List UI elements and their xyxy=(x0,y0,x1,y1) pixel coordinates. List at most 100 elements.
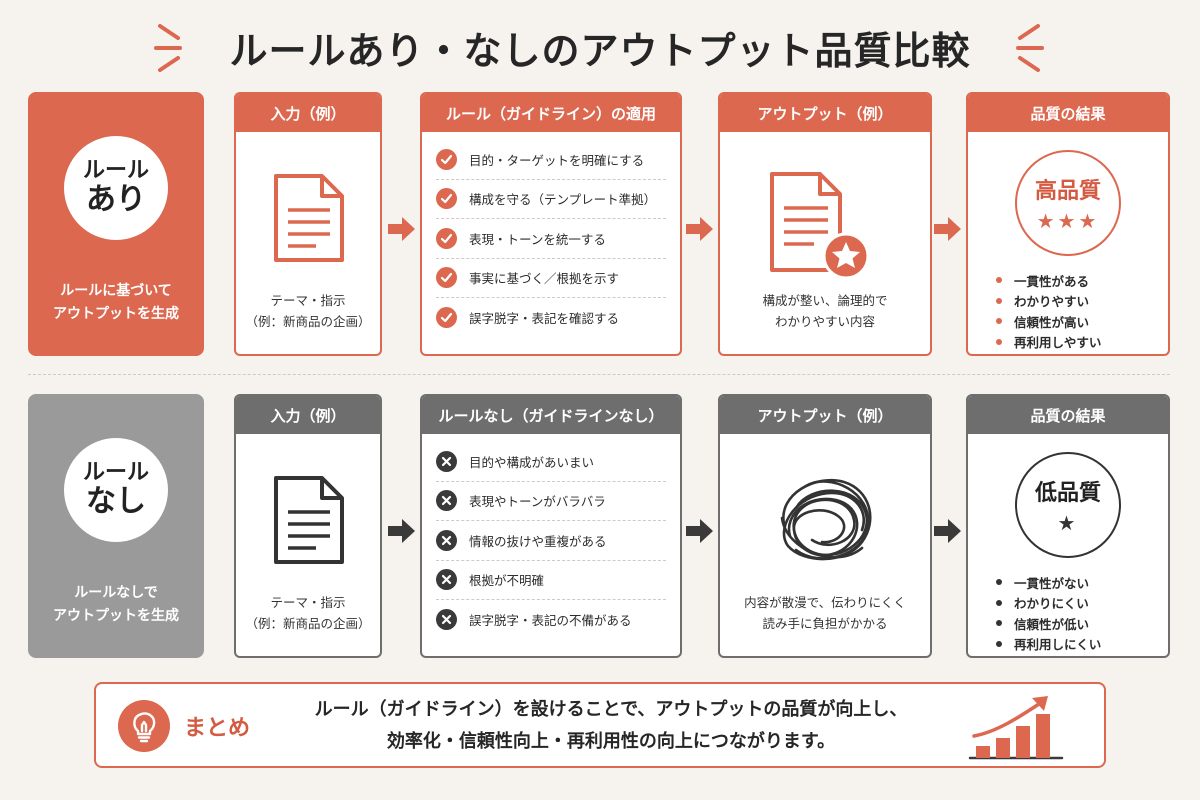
input-caption: テーマ・指示 （例：新商品の企画） xyxy=(236,290,380,333)
output-caption: 内容が散漫で、伝わりにくく 読み手に負担がかかる xyxy=(720,592,930,635)
quality-text: 再利用しにくい xyxy=(1014,637,1102,653)
quality-card-header: 品質の結果 xyxy=(968,94,1168,132)
output-caption: 構成が整い、論理的で わかりやすい内容 xyxy=(720,290,930,333)
list-item: 表現・トーンを統一する xyxy=(436,219,666,259)
arrow-right-icon xyxy=(686,217,713,241)
quality-text: 一貫性がない xyxy=(1014,575,1090,591)
rule-text: 表現・トーンを統一する xyxy=(469,231,606,247)
arrow-right-icon xyxy=(934,217,961,241)
caption-line1: ルールなしで xyxy=(74,585,158,601)
rule-text: 事実に基づく／根拠を示す xyxy=(469,271,620,287)
badge-line1: ルール xyxy=(82,158,149,184)
output-card-header: アウトプット（例） xyxy=(720,396,930,434)
output-card: アウトプット（例） 構成が整い、論理的で わかりやすい内容 xyxy=(718,92,932,356)
rules-card: ルール（ガイドライン）の適用 目的・ターゲットを明確にする 構成を守る（テンプレ… xyxy=(420,92,682,356)
title-area: ルールあり・なしのアウトプット品質比較 xyxy=(0,14,1200,80)
input-caption-line1: テーマ・指示 xyxy=(270,293,346,308)
bullet-icon xyxy=(996,620,1002,627)
arrow-right-icon xyxy=(388,217,415,241)
star-rating-icon: ★ xyxy=(1057,511,1079,535)
quality-text: 再利用しやすい xyxy=(1014,335,1102,351)
check-circle-icon xyxy=(436,307,457,329)
x-circle-icon xyxy=(436,490,457,512)
list-item: 再利用しやすい xyxy=(996,332,1101,353)
arrow-right-icon xyxy=(388,519,415,543)
arrow-right-icon xyxy=(934,519,961,543)
rules-list: 目的・ターゲットを明確にする 構成を守る（テンプレート準拠） 表現・トーンを統一… xyxy=(422,132,680,338)
no-rules-card-header: ルールなし（ガイドラインなし） xyxy=(422,396,680,434)
quality-label: 高品質 xyxy=(1034,179,1101,204)
input-caption-line2: （例：新商品の企画） xyxy=(245,616,371,632)
list-item: 誤字脱字・表記を確認する xyxy=(436,298,666,338)
quality-text: わかりやすい xyxy=(1014,294,1090,310)
input-card-header: 入力（例） xyxy=(236,396,380,434)
x-circle-icon xyxy=(436,529,457,551)
x-circle-icon xyxy=(436,569,457,591)
accent-burst-left-icon xyxy=(154,24,182,72)
caption-line2: アウトプットを生成 xyxy=(53,306,179,323)
quality-list: 一貫性がある わかりやすい 信頼性が高い 再利用しやすい xyxy=(996,270,1101,352)
input-caption-line1: テーマ・指示 xyxy=(270,595,346,610)
quality-card: 品質の結果 低品質 ★ 一貫性がない わかりにくい 信頼性が低い 再利用しにくい xyxy=(966,394,1170,658)
quality-badge: 低品質 ★ xyxy=(1015,452,1121,558)
input-card-header: 入力（例） xyxy=(236,94,380,132)
star-rating-icon: ★★★ xyxy=(1036,209,1100,233)
bullet-icon xyxy=(996,338,1002,345)
quality-text: 一貫性がある xyxy=(1014,273,1090,289)
x-circle-icon xyxy=(436,450,457,472)
quality-text: わかりにくい xyxy=(1014,596,1089,612)
list-item: わかりにくい xyxy=(996,593,1101,614)
list-item: 信頼性が高い xyxy=(996,311,1101,332)
problem-text: 情報の抜けや重複がある xyxy=(469,533,607,549)
list-item: 誤字脱字・表記の不備がある xyxy=(436,600,666,640)
list-item: 目的・ターゲットを明確にする xyxy=(436,140,666,180)
caption-line1: ルールに基づいて xyxy=(60,283,172,299)
check-circle-icon xyxy=(436,188,457,210)
rule-text: 構成を守る（テンプレート準拠） xyxy=(469,192,657,208)
bullet-icon xyxy=(996,640,1002,647)
page-title: ルールあり・なしのアウトプット品質比較 xyxy=(229,28,971,73)
without-rules-row: ルール なし ルールなしで アウトプットを生成 入力（例） テーマ・指示 （例：… xyxy=(0,394,1200,658)
with-rules-panel: ルール あり ルールに基づいて アウトプットを生成 xyxy=(28,92,204,356)
input-card: 入力（例） テーマ・指示 （例：新商品の企画） xyxy=(234,92,382,356)
without-rules-panel: ルール なし ルールなしで アウトプットを生成 xyxy=(28,394,204,658)
badge-line1: ルール xyxy=(82,460,149,486)
badge-line2: なし xyxy=(86,484,146,520)
list-item: 目的や構成があいまい xyxy=(436,442,666,482)
without-rules-badge: ルール なし xyxy=(64,438,168,542)
accent-burst-right-icon xyxy=(1016,24,1044,72)
quality-text: 信頼性が低い xyxy=(1014,616,1090,632)
arrow-right-icon xyxy=(686,519,713,543)
with-rules-badge: ルール あり xyxy=(64,136,168,240)
quality-label: 低品質 xyxy=(1034,481,1101,506)
list-item: 一貫性がない xyxy=(996,572,1101,593)
no-rules-card: ルールなし（ガイドラインなし） 目的や構成があいまい 表現やトーンがバラバラ 情… xyxy=(420,394,682,658)
lightbulb-icon xyxy=(118,700,170,752)
bullet-icon xyxy=(996,579,1002,586)
bullet-icon xyxy=(996,318,1002,325)
quality-card-header: 品質の結果 xyxy=(968,396,1168,434)
caption-line2: アウトプットを生成 xyxy=(53,608,179,625)
list-item: 再利用しにくい xyxy=(996,634,1101,655)
growth-chart-icon xyxy=(968,696,1064,760)
summary-label: まとめ xyxy=(184,716,251,741)
rule-text: 目的・ターゲットを明確にする xyxy=(469,152,645,168)
output-caption-line1: 構成が整い、論理的で xyxy=(762,293,888,308)
rules-card-header: ルール（ガイドライン）の適用 xyxy=(422,94,680,132)
problems-list: 目的や構成があいまい 表現やトーンがバラバラ 情報の抜けや重複がある 根拠が不明… xyxy=(422,434,680,640)
without-rules-caption: ルールなしで アウトプットを生成 xyxy=(53,582,179,628)
row-divider xyxy=(28,374,1170,375)
input-caption-line2: （例：新商品の企画） xyxy=(245,314,371,330)
output-card: アウトプット（例） 内容が散漫で、伝わりにくく 読み手に負担がかかる xyxy=(718,394,932,658)
quality-text: 信頼性が高い xyxy=(1014,314,1090,330)
input-caption: テーマ・指示 （例：新商品の企画） xyxy=(236,592,380,635)
quality-list: 一貫性がない わかりにくい 信頼性が低い 再利用しにくい xyxy=(996,572,1101,654)
problem-text: 表現やトーンがバラバラ xyxy=(469,494,606,510)
document-star-icon xyxy=(770,172,870,280)
summary-line2: 効率化・信頼性向上・再利用性の向上につながります。 xyxy=(386,730,836,752)
check-circle-icon xyxy=(436,148,457,170)
list-item: わかりやすい xyxy=(996,291,1101,312)
scribble-icon xyxy=(780,479,872,561)
with-rules-row: ルール あり ルールに基づいて アウトプットを生成 入力（例） テーマ・指示 （… xyxy=(0,92,1200,356)
list-item: 事実に基づく／根拠を示す xyxy=(436,259,666,298)
